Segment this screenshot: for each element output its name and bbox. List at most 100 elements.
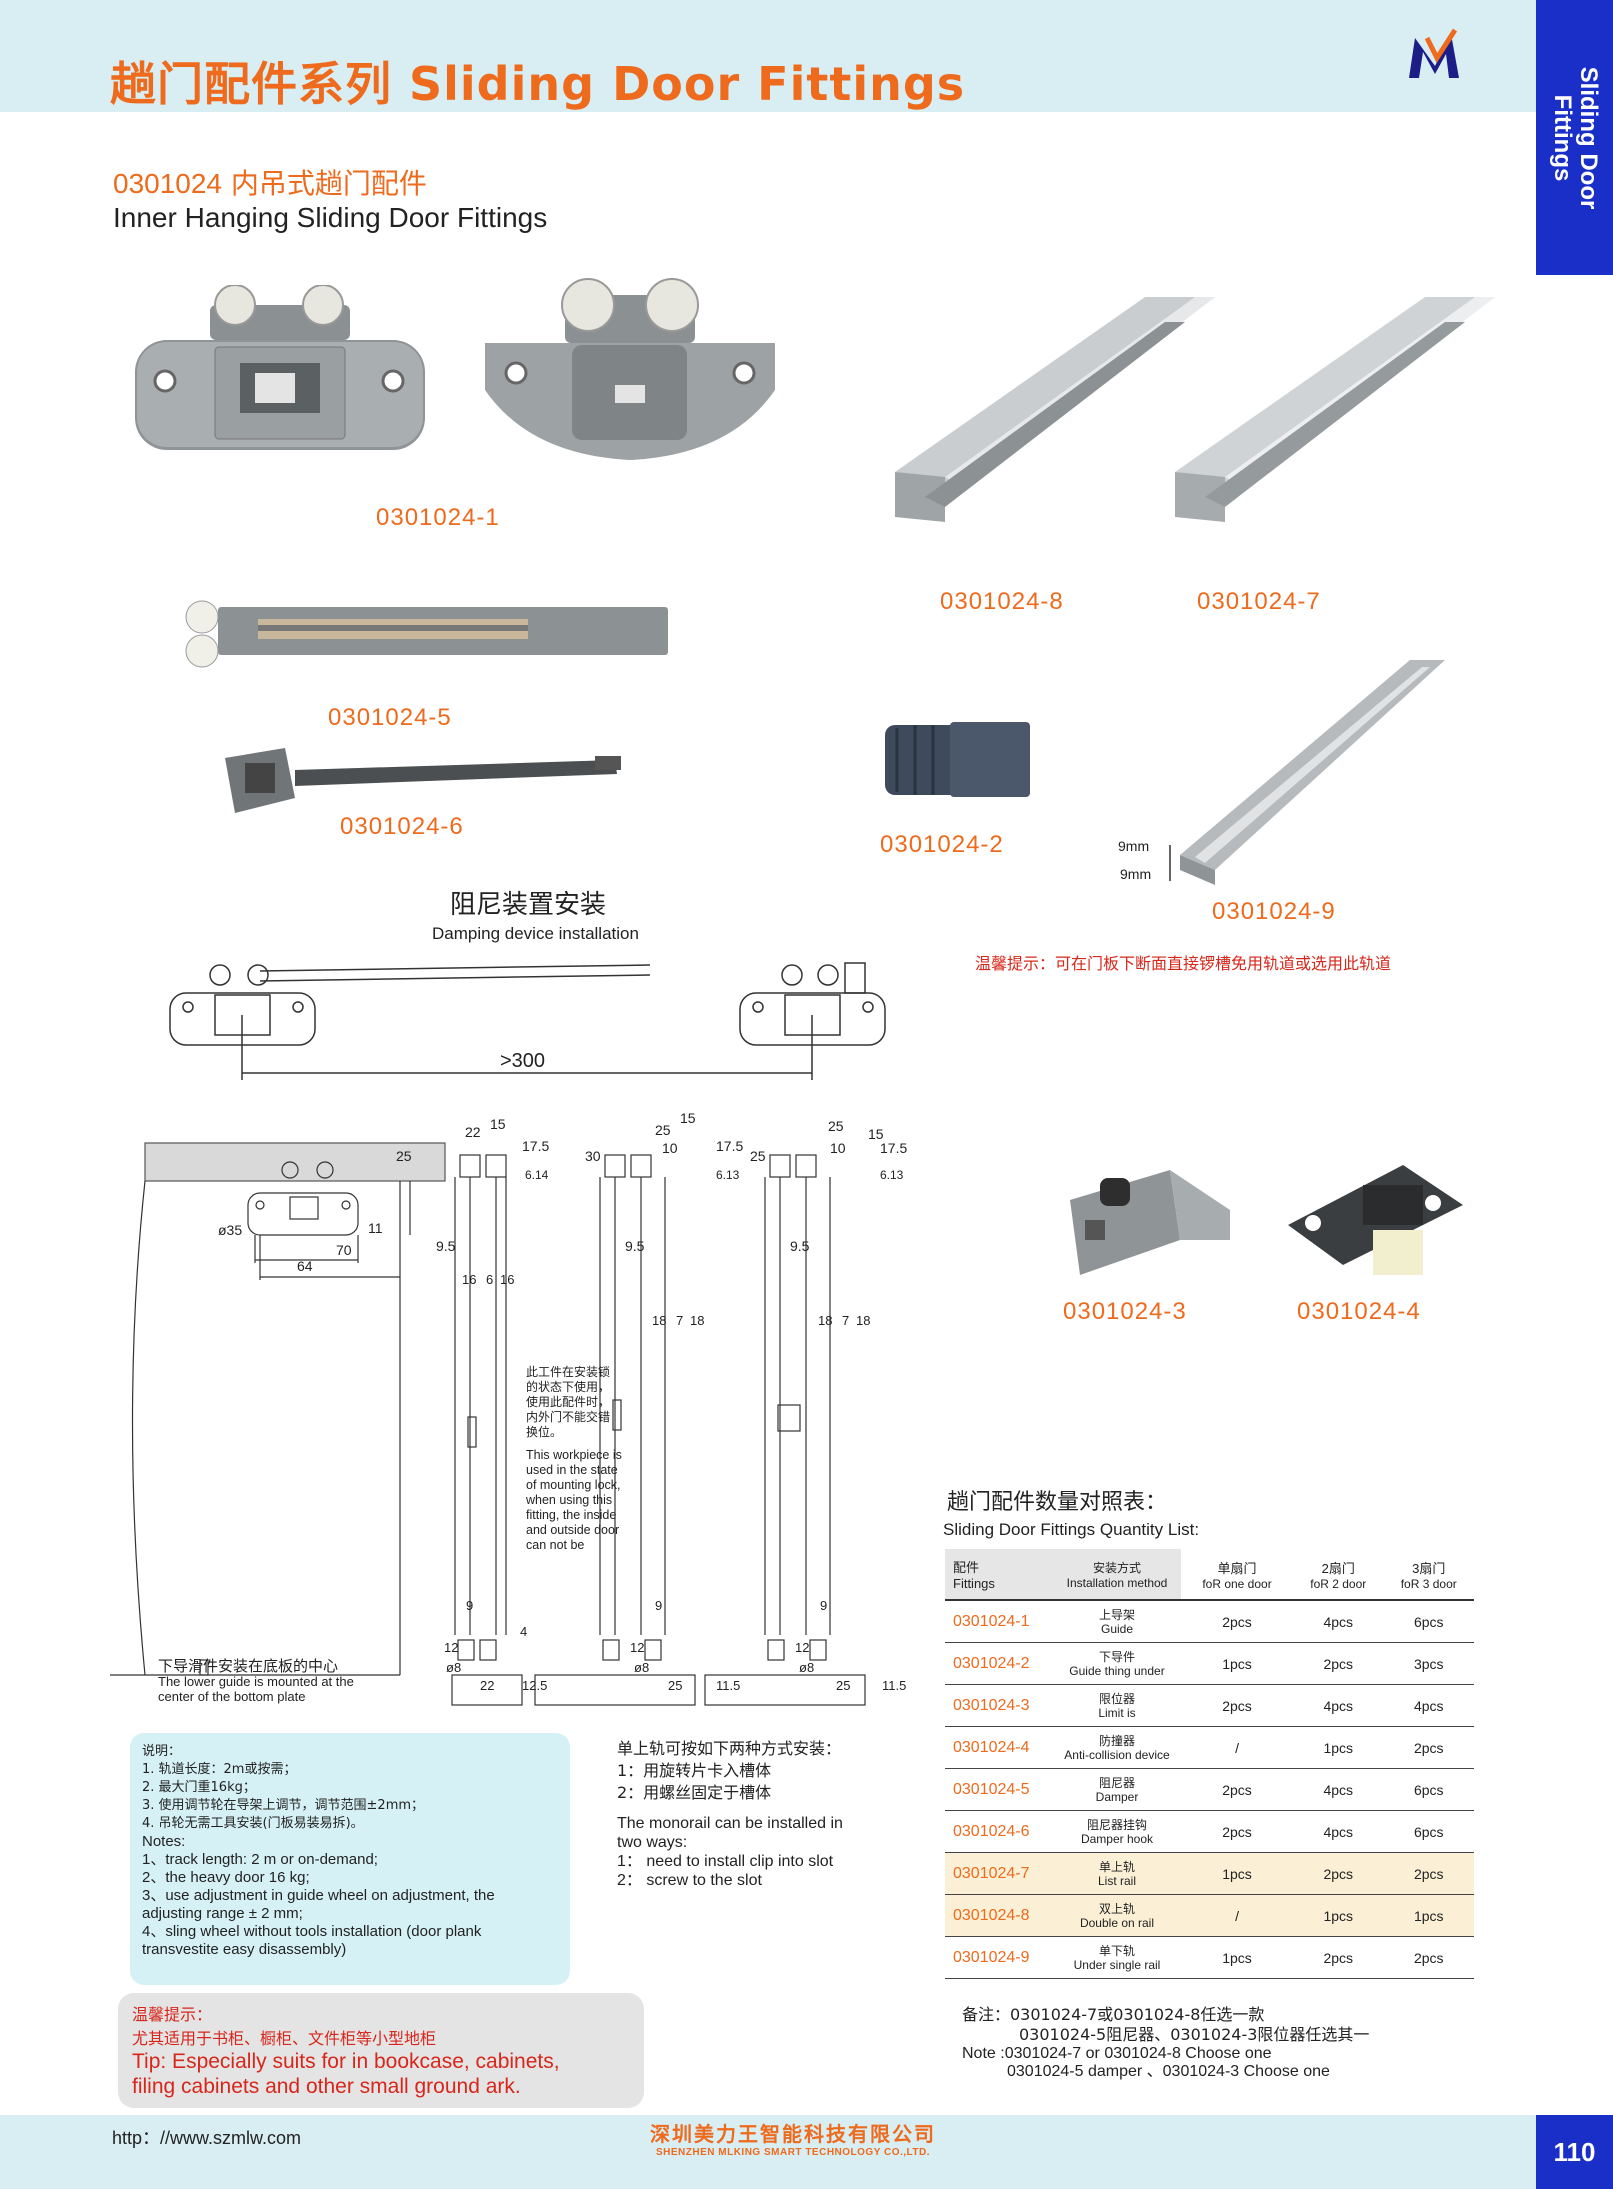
footer-company-cn: 深圳美力王智能科技有限公司 (650, 2122, 936, 2146)
dim-8-c: ø8 (799, 1660, 815, 1675)
product-title-cn-rest: 内吊式趟门配件 (230, 167, 427, 200)
dim-175-c: 17.5 (880, 1140, 908, 1156)
brand-logo (1409, 28, 1459, 78)
header-method: 安装方式 Installation method (1053, 1549, 1181, 1601)
dim-9-a: 9 (466, 1598, 474, 1613)
row-one: / (1181, 1726, 1294, 1769)
header-three: 3扇门 foR 3 door (1383, 1549, 1474, 1601)
row-one: 2pcs (1181, 1768, 1294, 1811)
dim-d35: ø35 (218, 1222, 243, 1238)
notes-en-7: transvestite easy disassembly) (142, 1941, 347, 1958)
row-one: 1pcs (1181, 1852, 1294, 1895)
remark-cn-2: 0301024-5阻尼器、0301024-3限位器任选其一 (1019, 2025, 1370, 2044)
row-code: 0301024-1 (945, 1600, 1053, 1643)
header-method-cn: 安装方式 (1092, 1560, 1141, 1575)
footer-url[interactable]: http：//www.szmlw.com (112, 2128, 302, 2148)
quantity-table-header: 配件 Fittings 安装方式 Installation method 单扇门… (945, 1549, 1474, 1601)
row-code: 0301024-8 (945, 1894, 1053, 1937)
dim-175-b: 17.5 (716, 1138, 744, 1154)
notes-en-4: 3、use adjustment in guide wheel on adjus… (142, 1887, 495, 1904)
row-code: 0301024-4 (945, 1726, 1053, 1769)
page-number: 110 (1536, 2115, 1613, 2189)
row-code: 0301024-3 (945, 1684, 1053, 1727)
row-method-cn: 双上轨 (1098, 1901, 1135, 1916)
row-code: 0301024-2 (945, 1642, 1053, 1685)
row-method-en: Limit is (1098, 1705, 1136, 1720)
row-method-en: List rail (1097, 1873, 1136, 1888)
quantity-table-title-cn: 趟门配件数量对照表： (947, 1490, 1168, 1515)
dim-70: 70 (336, 1242, 352, 1258)
part-6-image (225, 748, 621, 813)
dim-25-e: 25 (668, 1678, 683, 1693)
notes-cn-1: 说明： (142, 1744, 182, 1759)
footer-band (0, 2115, 1536, 2189)
workpiece-cn-3: 使用此配件时， (526, 1395, 611, 1409)
part-9-label: 0301024-9 (1212, 898, 1336, 925)
row-method-cn: 防撞器 (1098, 1733, 1135, 1748)
row-code: 0301024-6 (945, 1810, 1053, 1853)
dim-9-b: 9 (655, 1598, 663, 1613)
dim-64: 64 (297, 1258, 313, 1274)
monorail-cn-2: 1：用旋转片卡入槽体 (617, 1761, 772, 1780)
row-method-cn: 下导件 (1098, 1649, 1135, 1664)
workpiece-cn-2: 的状态下使用， (526, 1380, 611, 1394)
row-method-en: Anti-collision device (1064, 1747, 1170, 1762)
remark-en-2: 0301024-5 damper 、0301024-3 Choose one (1007, 2063, 1330, 2080)
footer-company: 深圳美力王智能科技有限公司 SHENZHEN MLKING SMART TECH… (650, 2118, 936, 2158)
part-1-image-a (135, 285, 425, 450)
dim-6: 6 (486, 1272, 494, 1287)
product-title-cn: 0301024 内吊式趟门配件 (113, 162, 427, 202)
part-2-image (885, 722, 1030, 797)
dim-95-c: 9.5 (790, 1238, 810, 1254)
warm-tip-en-1: Tip: Especially suits for in bookcase, c… (132, 2050, 560, 2073)
header-part-en: Fittings (953, 1576, 995, 1591)
header-one: 单扇门 foR one door (1181, 1549, 1294, 1601)
row-three: 2pcs (1383, 1852, 1474, 1895)
row-three: 4pcs (1383, 1684, 1474, 1727)
dim-30: 30 (585, 1148, 601, 1164)
dim-12-c: 12 (795, 1640, 810, 1655)
row-method-en: Double on rail (1079, 1915, 1155, 1930)
header-three-en: foR 3 door (1400, 1576, 1457, 1591)
dim-15-a: 15 (490, 1116, 506, 1132)
quantity-table-title-en: Sliding Door Fittings Quantity List: (943, 1520, 1200, 1539)
notes-en-3: 2、the heavy door 16 kg; (142, 1869, 310, 1886)
dim-9-c: 9 (820, 1598, 828, 1613)
warm-tip-en-2: filing cabinets and other small ground a… (132, 2075, 521, 2098)
row-two: 4pcs (1293, 1684, 1384, 1727)
dim-25-a: 25 (396, 1148, 412, 1164)
monorail-cn-3: 2：用螺丝固定于槽体 (617, 1783, 772, 1802)
header-three-cn: 3扇门 (1412, 1560, 1446, 1576)
dim-15-c: 15 (868, 1126, 884, 1142)
part-6-label: 0301024-6 (340, 813, 464, 840)
damping-diagram (169, 962, 886, 1080)
dim-16-a: 16 (462, 1272, 477, 1287)
workpiece-cn-1: 此工件在安装锁 (526, 1365, 611, 1379)
monorail-cn-1: 单上轨可按如下两种方式安装： (617, 1739, 842, 1758)
dim-22-a: 22 (465, 1124, 481, 1140)
row-method-cn: 单上轨 (1098, 1859, 1135, 1874)
row-three: 6pcs (1383, 1810, 1474, 1853)
workpiece-en-6: and outside door (526, 1523, 620, 1537)
part-4-image (1288, 1165, 1463, 1275)
warm-tip-head: 温馨提示： (132, 2005, 213, 2024)
row-method-en: Under single rail (1073, 1957, 1161, 1972)
row-method-cn: 上导架 (1098, 1607, 1135, 1622)
workpiece-en-4: when using this (526, 1493, 613, 1507)
dim-18-c: 18 (818, 1313, 833, 1328)
technical-drawing (110, 1142, 866, 1706)
dim-18-a: 18 (652, 1313, 667, 1328)
dim-7-b: 7 (842, 1313, 850, 1328)
notes-cn-3: 2. 最大门重16kg； (142, 1780, 256, 1795)
row-method-cn: 阻尼器 (1098, 1775, 1135, 1790)
dim-95-a: 9.5 (436, 1238, 456, 1254)
